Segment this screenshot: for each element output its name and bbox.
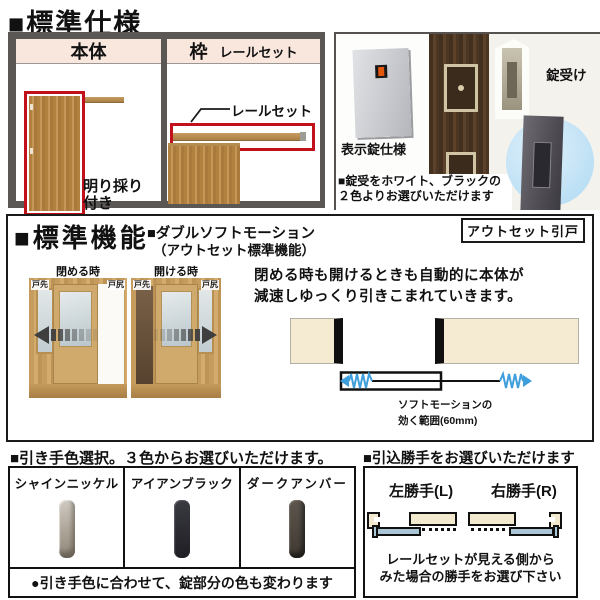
rail-bar-image — [173, 132, 306, 141]
handle-option-iron-black: アイアンブラック — [125, 468, 241, 567]
pull-direction-note: レールセットが見える側から みた場合の勝手をお選び下さい — [379, 552, 562, 584]
receiver-plate — [495, 39, 529, 119]
indicator-window — [375, 64, 388, 79]
handle-image-dark-amber — [289, 500, 306, 558]
arrow-right-icon — [154, 326, 217, 344]
closing-caption: 閉める時 — [56, 266, 100, 278]
handle-color-note: ●引き手色に合わせて、錠部分の色も変わります — [10, 567, 354, 596]
features-subtitle-line2: （アウトセット標準機能） — [153, 243, 315, 258]
door-rear-tag: 戸尻 — [107, 280, 125, 290]
handle-option-shine-nickel: シャインニッケル — [10, 468, 126, 567]
handle-color-box: シャインニッケル アイアンブラック ダークアンバー ●引き手色に合わせて、錠部分… — [8, 466, 356, 598]
spring-left-icon — [348, 370, 373, 389]
door-bar-right — [435, 318, 579, 364]
indicator-caption: 表示錠仕様 — [341, 142, 407, 157]
opening-photo: 戸先 戸尻 — [131, 278, 221, 398]
outset-badge: アウトセット引戸 — [461, 218, 585, 243]
door-rear-tag: 戸尻 — [201, 280, 219, 290]
handle-color-heading: ■引き手色選択。３色からお選びいただけます。 — [10, 450, 333, 467]
left-hand-label: 左勝手(L) — [389, 483, 454, 500]
right-hand-label: 右勝手(R) — [491, 483, 557, 500]
railset-outline — [170, 123, 315, 151]
panel-body: 本体 明り採り 付き — [16, 39, 161, 216]
panel-body-title: 本体 — [70, 42, 107, 62]
handle-option-dark-amber: ダークアンバー — [241, 468, 354, 567]
recessed-handle — [444, 64, 478, 112]
pull-direction-box: 左勝手(L) 右勝手(R) レールセットが見える側から みた場合の勝手をお選び下… — [363, 466, 578, 598]
leader-line — [190, 108, 230, 123]
panel-frame: 枠 レールセット レールセット — [167, 39, 320, 204]
handle-image-iron-black — [173, 500, 190, 558]
spec-panels: 本体 明り採り 付き 枠 レールセット — [8, 32, 325, 216]
panel-frame-subtitle: レールセット — [219, 44, 298, 60]
door-front-tag: 戸先 — [133, 280, 151, 290]
receiver-color-note: ■錠受をホワイト、ブラックの ２色よりお選びいただけます — [336, 174, 512, 210]
soft-motion-range-diagram — [339, 370, 532, 391]
right-hand-wall-bar — [468, 512, 516, 526]
right-hand-rail-bar — [509, 527, 554, 536]
range-caption: ソフトモーションの 効く範囲(60mm) — [398, 399, 493, 427]
closing-photo: 戸先 戸尻 — [29, 278, 127, 398]
features-subtitle-line1: ■ダブルソフトモーション — [147, 226, 315, 242]
railset-callout: レールセット — [231, 104, 312, 119]
features-section: ■標準機能 ■ダブルソフトモーション （アウトセット標準機能） アウトセット引戸… — [6, 214, 594, 442]
panel-frame-header: 枠 レールセット — [167, 39, 320, 64]
feature-description: 閉める時も開けるときも自動的に本体が 減速しゆっくり引きこまれていきます。 — [254, 268, 524, 306]
body-door-outline — [24, 91, 85, 216]
indicator-plate — [352, 48, 412, 138]
handle-image-shine-nickel — [58, 500, 75, 558]
door-bar-left — [290, 318, 343, 364]
photo-strip: 表示錠仕様 錠受け ■錠受をホワイト、ブラックの ２色よりお選びいただけます — [334, 32, 600, 210]
frame-block-image — [168, 143, 240, 204]
opening-caption: 開ける時 — [154, 266, 198, 278]
arrow-left-icon — [340, 375, 349, 387]
pull-direction-heading: ■引込勝手をお選びいただけます — [363, 451, 575, 467]
arrow-right-icon — [523, 375, 532, 387]
arrow-left-icon — [34, 326, 97, 344]
spring-right-icon — [499, 370, 524, 389]
panel-body-header: 本体 — [16, 39, 161, 64]
features-title: ■標準機能 — [14, 223, 149, 253]
black-receiver — [520, 115, 564, 210]
left-hand-rail-bar — [376, 527, 421, 536]
door-front-tag: 戸先 — [31, 280, 49, 290]
panel-frame-title: 枠 — [189, 42, 208, 62]
receiver-caption: 錠受け — [546, 68, 587, 83]
door-image — [29, 96, 80, 211]
daylight-note: 明り採り 付き — [83, 178, 144, 213]
left-hand-wall-bar — [409, 512, 457, 526]
